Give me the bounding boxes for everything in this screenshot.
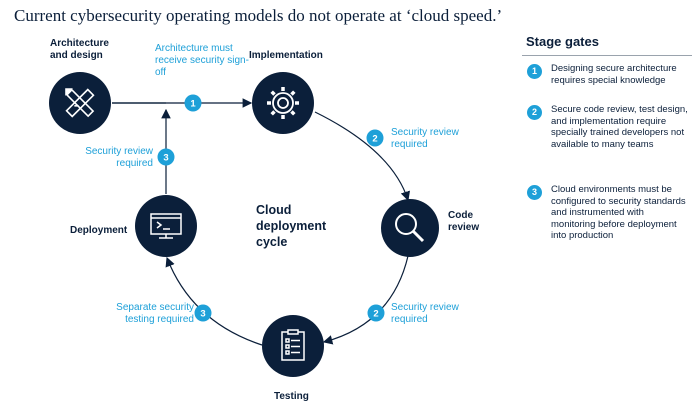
terminal-window-icon	[150, 213, 182, 239]
gate-note-code-review: Security review required	[391, 302, 459, 325]
code-review-label: Code review	[448, 210, 480, 233]
svg-text:3: 3	[163, 153, 168, 164]
gate-badge-1: 1	[184, 94, 202, 112]
svg-text:2: 2	[372, 134, 377, 145]
cycle-diagram: 1 2 2 3 3	[49, 72, 439, 377]
page-title: Current cybersecurity operating models d…	[14, 6, 503, 25]
stage-gates-panel: Stage gates 1 Designing secure architect…	[522, 28, 692, 241]
gate-badge-1-number: 1	[190, 99, 196, 110]
gear-icon	[267, 87, 299, 119]
deployment-label: Deployment	[70, 225, 128, 236]
cycle-center-label: Cloud deployment cycle	[256, 203, 327, 249]
testing-node	[262, 315, 324, 377]
gate-note-deployment: Security review required	[85, 146, 153, 169]
stage-gate-2-badge: 2	[527, 105, 542, 120]
stage-gate-3-badge: 3	[527, 185, 542, 200]
gate-note-implementation: Security review required	[391, 127, 459, 150]
stage-gate-3-text: Cloud environments must be configured to…	[551, 184, 686, 241]
implementation-label: Implementation	[249, 50, 323, 61]
arrow-code-review-to-testing	[322, 255, 409, 345]
implementation-node	[252, 72, 314, 134]
testing-label: Testing	[274, 391, 309, 402]
ruler-pencil-icon	[65, 88, 95, 118]
architecture-label: Architecture and design	[50, 38, 109, 61]
svg-text:2: 2	[373, 309, 378, 320]
gate-note-testing: Separate security testing required	[116, 302, 194, 325]
deployment-node	[135, 195, 197, 257]
stage-gate-1-badge: 1	[527, 64, 542, 79]
checklist-icon	[281, 329, 305, 361]
gate-badge-3a: 3	[194, 304, 212, 322]
architecture-node	[49, 72, 111, 134]
arrow-implementation-to-code-review	[314, 111, 411, 202]
gate-note-architecture: Architecture must receive security sign-…	[155, 43, 249, 78]
gate-badge-3b: 3	[157, 148, 175, 166]
code-review-node	[381, 199, 439, 257]
magnifier-icon	[395, 213, 425, 243]
gate-badge-2a: 2	[366, 129, 384, 147]
stage-gate-1-text: Designing secure architecture requires s…	[551, 63, 677, 86]
gate-badge-2b: 2	[367, 304, 385, 322]
svg-text:3: 3	[200, 309, 205, 320]
stage-gate-2-text: Secure code review, test design, and imp…	[551, 104, 688, 150]
stage-gates-title: Stage gates	[522, 28, 692, 56]
